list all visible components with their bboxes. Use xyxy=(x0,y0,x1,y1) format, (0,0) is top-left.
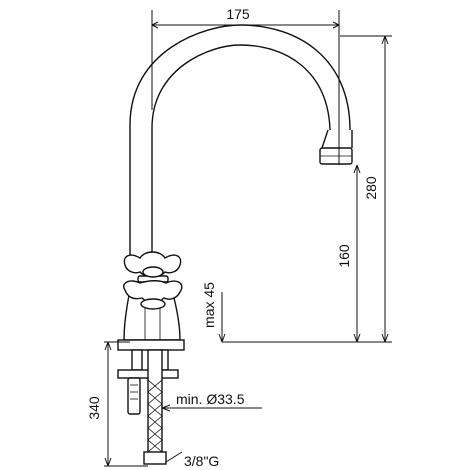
supply-length-label: 340 xyxy=(86,396,102,420)
hole-diameter-label: min. Ø33.5 xyxy=(176,391,245,407)
spout-outer-curve xyxy=(129,24,351,270)
spout-reach-label: 175 xyxy=(226,6,250,22)
dimension-340: 340 xyxy=(86,341,148,467)
max-thickness-label: max 45 xyxy=(201,282,217,328)
connection-label: 3/8"G xyxy=(184,453,219,469)
supply-hose xyxy=(143,349,167,465)
hose-nut xyxy=(143,451,167,465)
spout-height-label: 160 xyxy=(336,244,352,268)
dimension-connection: 3/8"G xyxy=(165,451,219,469)
dimension-280: 280 xyxy=(222,35,392,343)
faucet-outline xyxy=(117,24,353,465)
spout-inner-curve xyxy=(151,44,331,270)
spout-tip xyxy=(321,129,353,149)
cross-handle xyxy=(123,251,183,310)
dimension-160: 160 xyxy=(336,164,361,343)
total-height-label: 280 xyxy=(363,176,379,200)
dimension-hole: min. Ø33.5 xyxy=(161,391,262,412)
dimension-175: 175 xyxy=(151,6,340,165)
dimension-max45: max 45 xyxy=(201,282,226,343)
